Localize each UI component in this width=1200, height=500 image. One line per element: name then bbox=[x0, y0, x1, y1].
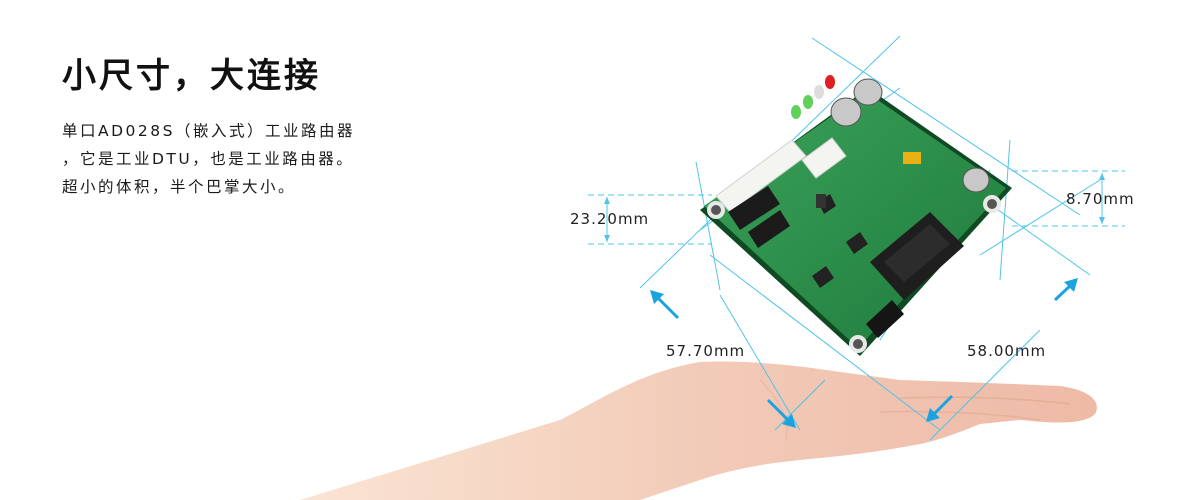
hand-image bbox=[300, 361, 1097, 500]
pcb-board-image bbox=[700, 75, 1012, 356]
description-line: 单口AD028S（嵌入式）工业路由器 bbox=[62, 122, 355, 140]
dimension-height-right: 8.70mm bbox=[1066, 190, 1135, 208]
dimension-width-left: 57.70mm bbox=[666, 342, 746, 360]
direction-arrows bbox=[650, 278, 1078, 428]
product-description: 单口AD028S（嵌入式）工业路由器 ，它是工业DTU，也是工业路由器。 超小的… bbox=[62, 117, 402, 201]
measure-arrowheads bbox=[604, 173, 1105, 242]
description-line: ，它是工业DTU，也是工业路由器。 bbox=[62, 150, 355, 168]
dimension-width-right: 58.00mm bbox=[967, 342, 1047, 360]
headline: 小尺寸，大连接 bbox=[62, 56, 321, 96]
description-line: 超小的体积，半个巴掌大小。 bbox=[62, 178, 297, 196]
dimension-height-left: 23.20mm bbox=[570, 210, 650, 228]
